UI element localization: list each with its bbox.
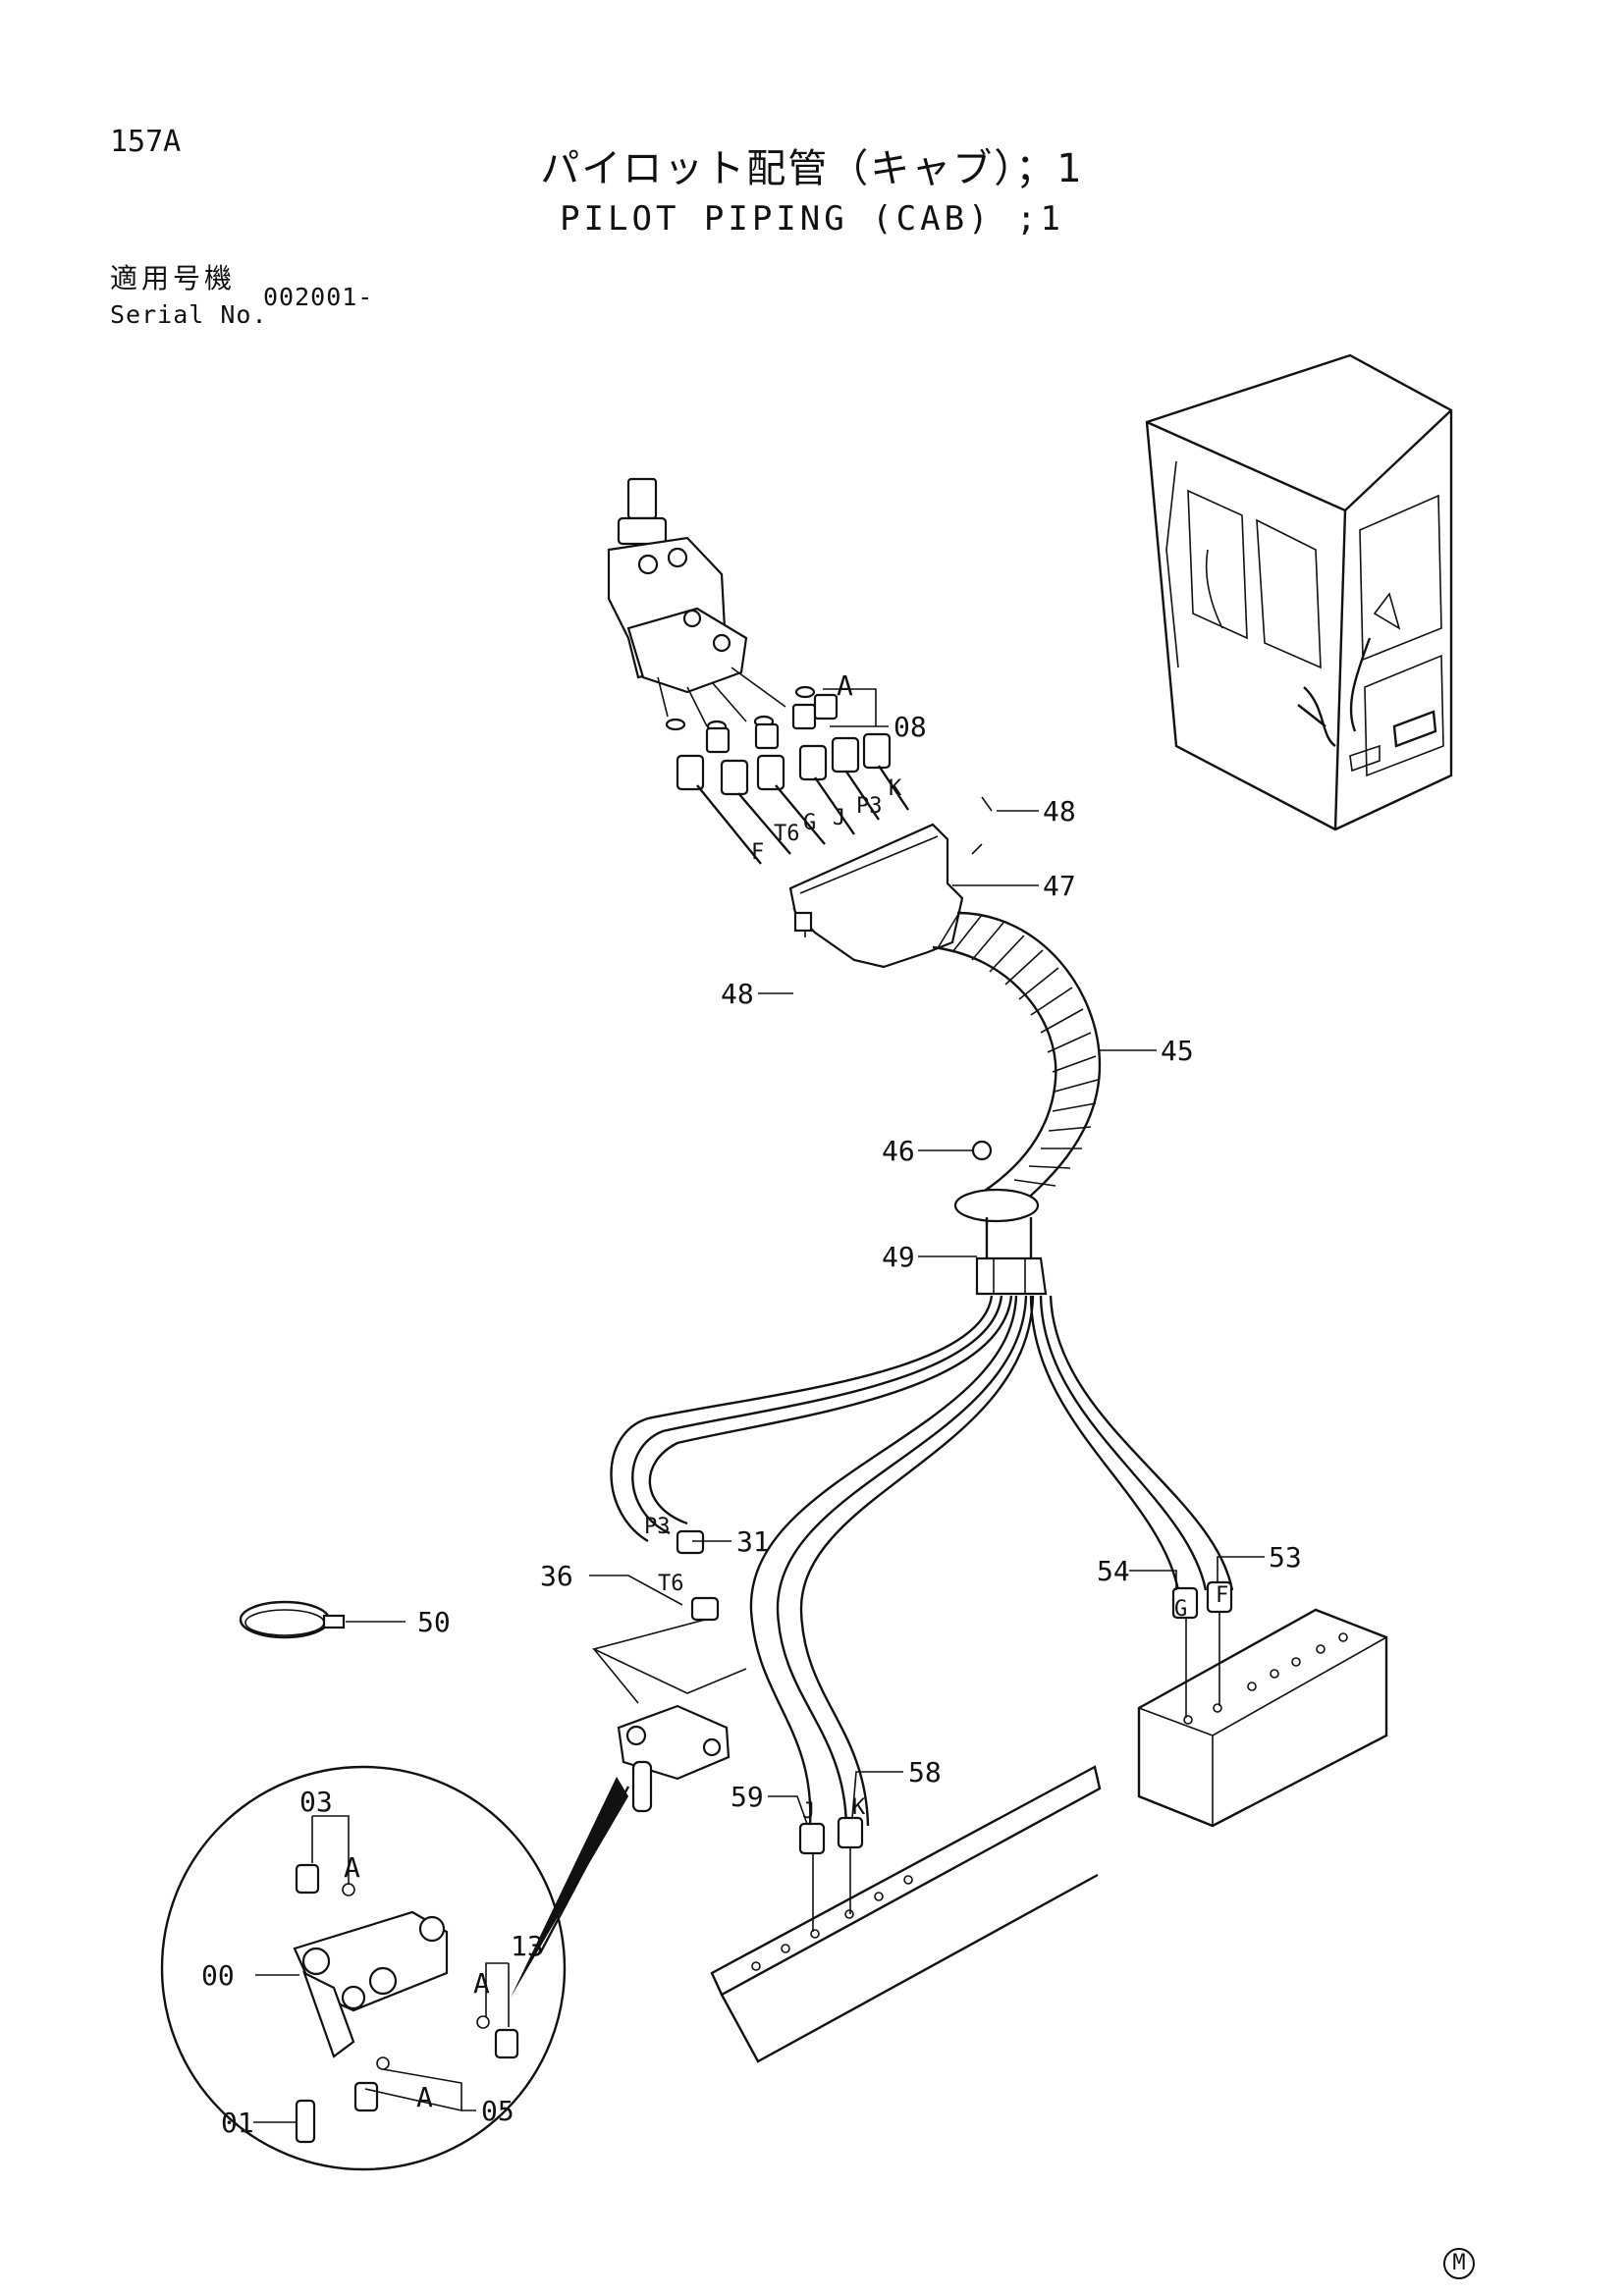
pilot-hoses: [610, 1295, 1234, 1855]
callout-49: 49: [882, 1241, 915, 1273]
callout-08: 08: [893, 711, 927, 743]
port-label-g: G: [803, 811, 816, 835]
port-label-a-detail-1: A: [344, 1851, 360, 1884]
callout-13: 13: [511, 1930, 544, 1962]
callout-48-upper: 48: [1043, 795, 1076, 828]
port-label-j: J: [833, 806, 845, 830]
pilot-valve-assembly: [607, 477, 909, 865]
port-label-f-right: F: [1216, 1583, 1228, 1608]
port-label-k: K: [889, 776, 902, 801]
shuttle-valve: [511, 1619, 747, 1998]
callout-58: 58: [908, 1756, 942, 1789]
callout-45: 45: [1161, 1035, 1194, 1067]
callout-53: 53: [1269, 1541, 1302, 1574]
detail-view: [160, 1765, 567, 2171]
frame-members: [710, 1608, 1388, 2063]
callout-59: 59: [731, 1781, 764, 1813]
port-label-j-lower: J: [802, 1799, 815, 1824]
title-english: PILOT PIPING (CAB) ;1: [560, 199, 1064, 239]
port-label-f: F: [751, 840, 764, 865]
callout-05: 05: [481, 2095, 514, 2127]
serial-label-english: Serial No.: [110, 300, 268, 329]
callout-50: 50: [417, 1606, 451, 1638]
callout-54: 54: [1097, 1555, 1130, 1587]
port-label-p3-lower: P3: [644, 1515, 671, 1539]
detail-pointer-arrow: [511, 1777, 628, 1998]
cable-tie: [239, 1600, 346, 1639]
duct-and-bellows: [788, 823, 1102, 1296]
port-label-a-detail-3: A: [416, 2081, 433, 2113]
port-label-k-lower: K: [852, 1795, 866, 1820]
serial-number-value: 002001-: [263, 283, 374, 311]
port-label-g-right: G: [1174, 1597, 1187, 1622]
port-label-p3: P3: [856, 794, 883, 819]
page-number: 157A: [110, 125, 182, 159]
port-label-t6: T6: [774, 822, 800, 846]
cab-illustration: [1145, 353, 1453, 831]
callout-01: 01: [221, 2107, 254, 2139]
port-label-a-detail-2: A: [473, 1967, 490, 2000]
serial-label-japanese: 適用号機: [110, 262, 237, 294]
title-japanese: パイロット配管（キャブ）；1: [540, 146, 1084, 191]
callout-48-lower: 48: [721, 978, 754, 1010]
callout-46: 46: [882, 1135, 915, 1167]
port-label-t6-lower: T6: [658, 1572, 684, 1596]
callout-31: 31: [736, 1525, 770, 1558]
callout-03: 03: [299, 1786, 333, 1818]
callout-00: 00: [201, 1959, 235, 1992]
callout-36: 36: [540, 1560, 573, 1592]
callout-leaders: [253, 688, 1265, 2123]
port-label-a-top: A: [837, 669, 853, 702]
callout-47: 47: [1043, 870, 1076, 902]
maker-mark: M: [1443, 2248, 1475, 2279]
